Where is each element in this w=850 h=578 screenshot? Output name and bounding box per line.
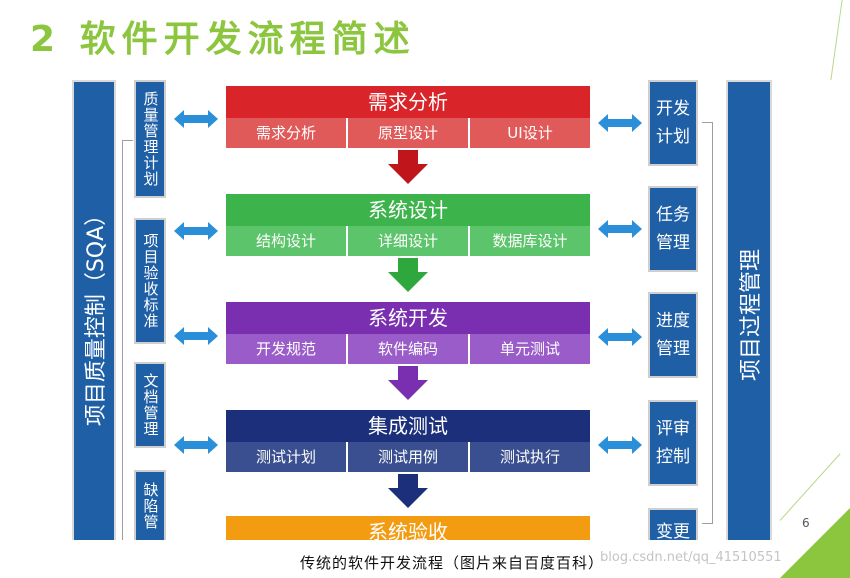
- process-management-label: 项目过程管理: [739, 248, 764, 382]
- right-item-label: 任务管理: [656, 205, 690, 253]
- down-arrow-icon: [388, 150, 428, 184]
- left-item-label: 项目验收标准: [141, 233, 160, 329]
- watermark: blog.csdn.net/qq_41510551: [600, 550, 782, 565]
- right-item-dev-plan: 开发计划: [648, 80, 698, 166]
- left-item-quality-plan: 质量管理计划: [134, 80, 166, 198]
- stage-title: 集成测试: [226, 410, 590, 442]
- stage-sub: 测试计划: [226, 442, 346, 472]
- stage-design: 系统设计 结构设计 详细设计 数据库设计: [226, 194, 590, 256]
- figure-caption: 传统的软件开发流程（图片来自百度百科）: [300, 554, 605, 572]
- double-arrow-icon: [174, 222, 218, 240]
- stage-sub: 结构设计: [226, 226, 346, 256]
- left-connector: [122, 140, 133, 540]
- stage-sub: UI设计: [468, 118, 590, 148]
- stage-title: 需求分析: [226, 86, 590, 118]
- left-item-acceptance: 项目验收标准: [134, 218, 166, 344]
- left-item-label: 质量管理计划: [141, 91, 160, 187]
- quality-control-bar: 项目质量控制（SQA）: [72, 80, 116, 540]
- stage-sub: 详细设计: [346, 226, 468, 256]
- right-item-label: 开发计划: [656, 99, 690, 147]
- stage-title: 系统验收: [226, 516, 590, 540]
- stage-development: 系统开发 开发规范 软件编码 单元测试: [226, 302, 590, 364]
- double-arrow-icon: [174, 110, 218, 128]
- right-item-label: 评审控制: [656, 419, 690, 467]
- stage-sub: 原型设计: [346, 118, 468, 148]
- stage-integration-test: 集成测试 测试计划 测试用例 测试执行: [226, 410, 590, 472]
- right-item-review-control: 评审控制: [648, 400, 698, 486]
- stage-subs: 需求分析 原型设计 UI设计: [226, 118, 590, 148]
- right-item-label: 变更: [656, 522, 690, 540]
- quality-control-label: 项目质量控制（SQA）: [84, 203, 109, 427]
- stage-acceptance: 系统验收: [226, 516, 590, 540]
- stage-title: 系统设计: [226, 194, 590, 226]
- down-arrow-icon: [388, 366, 428, 400]
- left-item-defects: 缺陷管: [134, 470, 166, 540]
- right-connector: [702, 122, 713, 524]
- left-item-label: 文档管理: [141, 373, 160, 437]
- double-arrow-icon: [598, 328, 642, 346]
- process-diagram: 项目质量控制（SQA） 质量管理计划 项目验收标准 文档管理 缺陷管 需求分析 …: [66, 70, 782, 540]
- left-item-label: 缺陷管: [141, 482, 160, 530]
- double-arrow-icon: [598, 114, 642, 132]
- stage-sub: 测试执行: [468, 442, 590, 472]
- double-arrow-icon: [174, 436, 218, 454]
- right-item-task-mgmt: 任务管理: [648, 186, 698, 272]
- down-arrow-icon: [388, 258, 428, 292]
- stage-subs: 测试计划 测试用例 测试执行: [226, 442, 590, 472]
- stage-sub: 开发规范: [226, 334, 346, 364]
- left-item-documents: 文档管理: [134, 362, 166, 448]
- process-management-bar: 项目过程管理: [726, 80, 772, 540]
- stage-sub: 软件编码: [346, 334, 468, 364]
- page-number: 6: [802, 516, 810, 530]
- double-arrow-icon: [598, 220, 642, 238]
- right-item-label: 进度管理: [656, 311, 690, 359]
- double-arrow-icon: [174, 327, 218, 345]
- stage-sub: 测试用例: [346, 442, 468, 472]
- stage-subs: 结构设计 详细设计 数据库设计: [226, 226, 590, 256]
- down-arrow-icon: [388, 474, 428, 508]
- stage-subs: 开发规范 软件编码 单元测试: [226, 334, 590, 364]
- double-arrow-icon: [598, 436, 642, 454]
- stage-sub: 单元测试: [468, 334, 590, 364]
- stage-title: 系统开发: [226, 302, 590, 334]
- stage-sub: 数据库设计: [468, 226, 590, 256]
- stage-sub: 需求分析: [226, 118, 346, 148]
- right-item-change: 变更: [648, 508, 698, 540]
- stage-requirements: 需求分析 需求分析 原型设计 UI设计: [226, 86, 590, 148]
- corner-triangle-decor: [780, 508, 850, 578]
- decorative-line: [830, 0, 843, 80]
- right-item-progress-mgmt: 进度管理: [648, 292, 698, 378]
- slide-title: 2 软件开发流程简述: [30, 19, 416, 60]
